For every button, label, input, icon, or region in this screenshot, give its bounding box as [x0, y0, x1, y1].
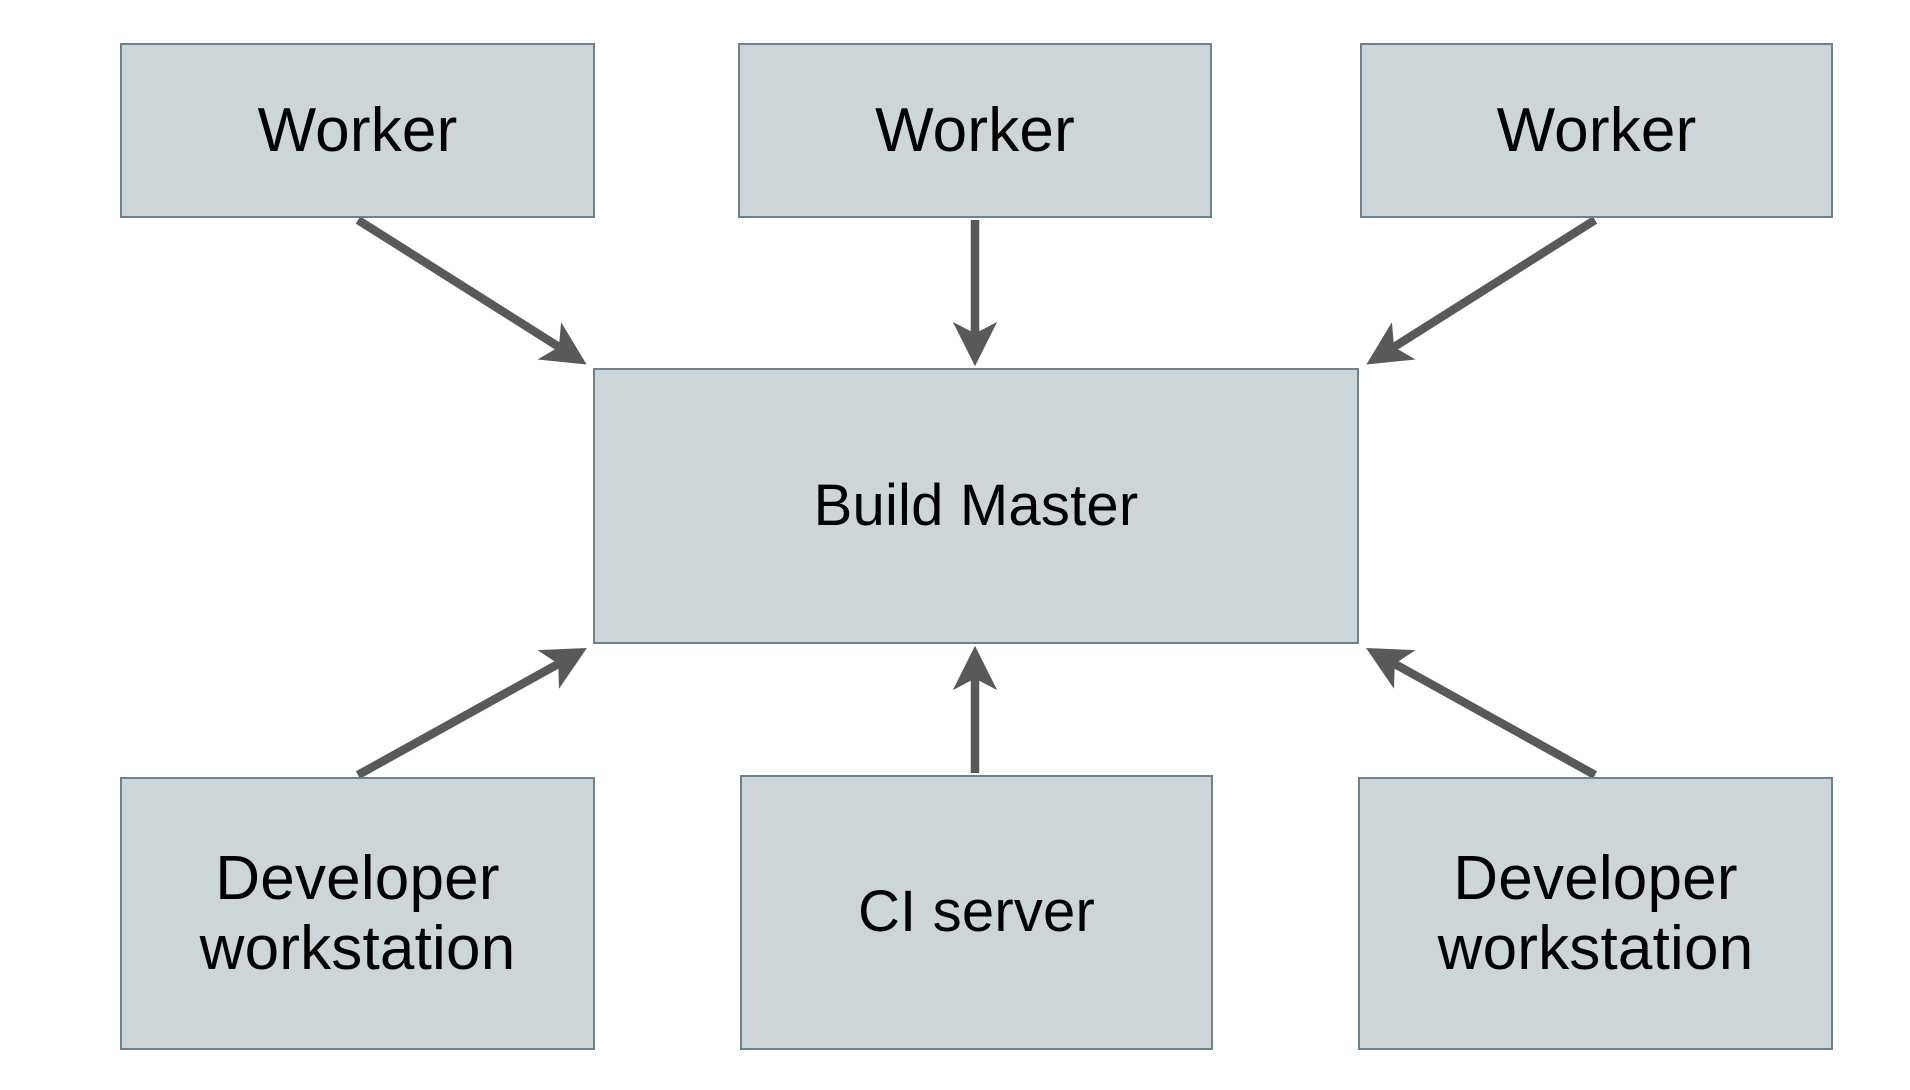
node-worker-right[interactable]: Worker — [1360, 43, 1833, 218]
node-developer-workstation-left[interactable]: Developer workstation — [120, 777, 595, 1050]
node-ci-server[interactable]: CI server — [740, 775, 1213, 1050]
edge-worker-right-to-master — [1366, 216, 1598, 365]
node-developer-workstation-right[interactable]: Developer workstation — [1358, 777, 1833, 1050]
node-developer-workstation-left-label: Developer workstation — [199, 844, 516, 983]
node-worker-right-label: Worker — [1496, 95, 1697, 165]
node-developer-workstation-right-label: Developer workstation — [1437, 844, 1754, 983]
edge-dev-left-to-master — [355, 648, 587, 779]
edge-worker-left-to-master — [355, 216, 587, 365]
node-build-master[interactable]: Build Master — [593, 368, 1359, 644]
node-ci-server-label: CI server — [857, 879, 1096, 945]
node-build-master-label: Build Master — [813, 472, 1139, 538]
node-worker-middle[interactable]: Worker — [738, 43, 1212, 218]
edge-dev-right-to-master — [1366, 648, 1598, 779]
node-worker-left-label: Worker — [257, 95, 458, 165]
node-worker-middle-label: Worker — [875, 95, 1075, 165]
node-worker-left[interactable]: Worker — [120, 43, 595, 218]
